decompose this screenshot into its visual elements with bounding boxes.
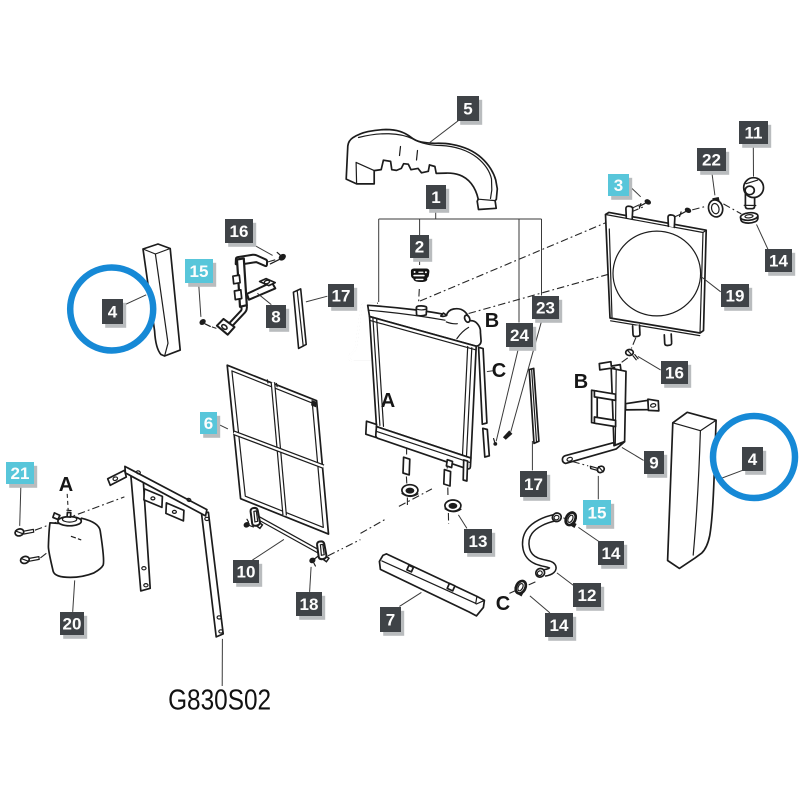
svg-text:10: 10 — [237, 563, 256, 582]
svg-text:11: 11 — [745, 124, 763, 143]
svg-text:3: 3 — [614, 176, 623, 195]
svg-text:2: 2 — [415, 238, 424, 257]
svg-text:18: 18 — [300, 595, 319, 614]
svg-text:B: B — [574, 371, 588, 393]
svg-text:13: 13 — [469, 532, 488, 551]
svg-text:A: A — [381, 390, 395, 412]
svg-text:4: 4 — [748, 450, 758, 469]
svg-text:6: 6 — [204, 414, 213, 433]
svg-text:24: 24 — [510, 326, 529, 345]
svg-text:15: 15 — [190, 262, 209, 281]
svg-text:16: 16 — [230, 222, 249, 241]
svg-text:14: 14 — [602, 544, 621, 563]
svg-text:C: C — [492, 360, 506, 382]
svg-text:G830S02: G830S02 — [168, 685, 271, 717]
svg-text:15: 15 — [588, 504, 607, 523]
svg-text:22: 22 — [702, 151, 721, 170]
svg-text:17: 17 — [524, 475, 543, 494]
svg-text:4: 4 — [108, 303, 118, 322]
svg-text:19: 19 — [726, 287, 745, 306]
svg-text:20: 20 — [63, 615, 82, 634]
svg-text:5: 5 — [463, 100, 472, 119]
svg-text:21: 21 — [11, 464, 30, 483]
svg-text:B: B — [485, 310, 499, 332]
svg-text:1: 1 — [431, 188, 440, 207]
svg-text:14: 14 — [550, 616, 569, 635]
svg-text:8: 8 — [271, 308, 280, 327]
svg-text:7: 7 — [386, 611, 395, 630]
svg-text:C: C — [496, 593, 510, 615]
svg-text:14: 14 — [769, 252, 788, 271]
svg-text:17: 17 — [332, 287, 351, 306]
svg-text:12: 12 — [578, 586, 597, 605]
svg-text:23: 23 — [536, 299, 555, 318]
svg-text:A: A — [59, 474, 73, 496]
svg-text:16: 16 — [665, 364, 684, 383]
svg-text:9: 9 — [649, 454, 658, 473]
